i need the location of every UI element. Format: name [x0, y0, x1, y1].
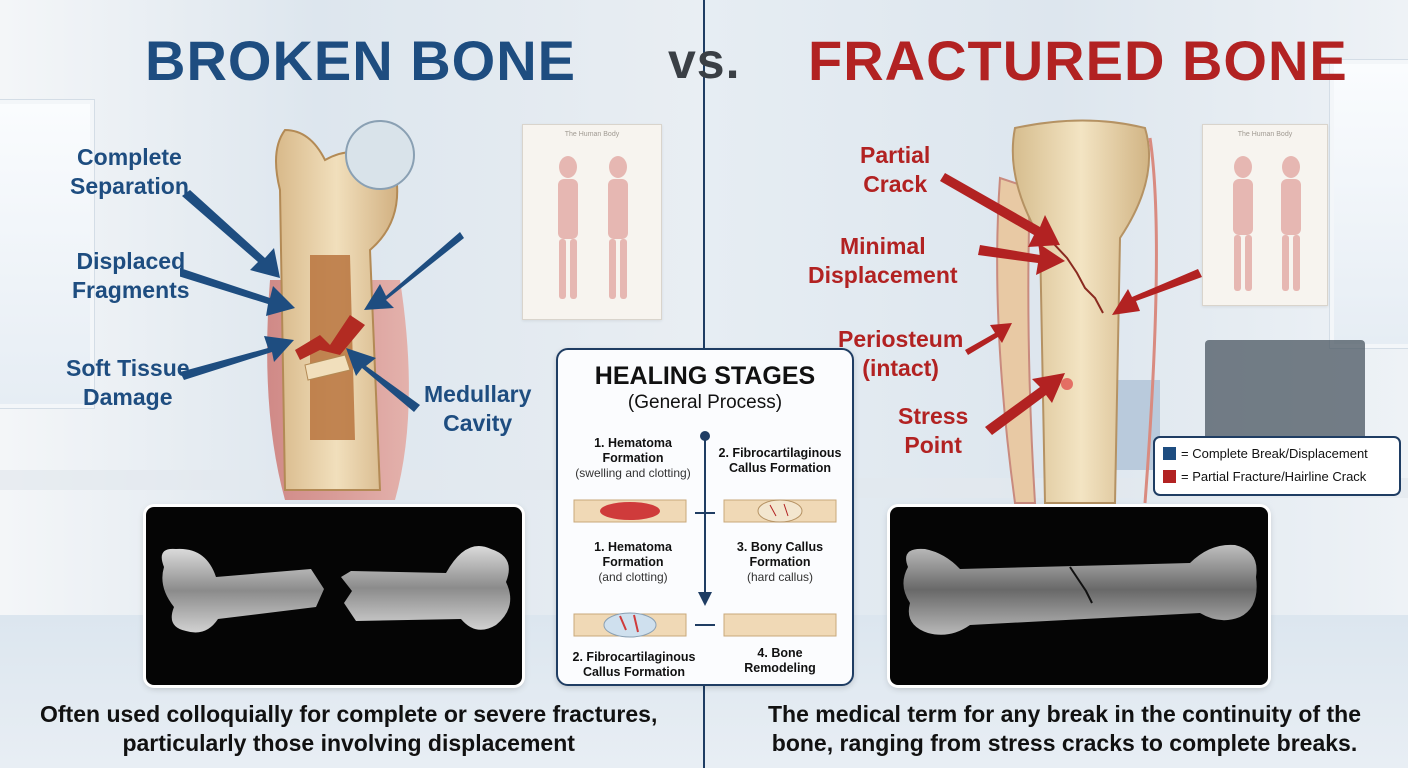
label-medullary-cavity: Medullary Cavity: [424, 381, 532, 436]
fractured-bone-description: The medical term for any break in the co…: [768, 701, 1361, 756]
broken-bone-title: BROKEN BONE: [145, 29, 577, 92]
label-partial-crack: Partial Crack: [860, 142, 931, 197]
anatomy-poster-right: The Human Body: [1202, 124, 1328, 306]
fractured-bone-illustration: [996, 119, 1158, 504]
label-periosteum: Periosteum (intact): [838, 326, 964, 381]
broken-bone-description: Often used colloquially for complete or …: [40, 701, 658, 756]
poster-title: The Human Body: [1237, 131, 1293, 138]
label-minimal-displacement: Minimal Displacement: [808, 233, 958, 288]
legend: = Complete Break/Displacement = Partial …: [1153, 436, 1401, 496]
healing-title: HEALING STAGES: [594, 362, 816, 390]
background-monitor: [1205, 340, 1365, 450]
xray-broken-bone: [146, 507, 522, 685]
healing-timeline: [573, 431, 837, 638]
label-soft-tissue-damage: Soft Tissue Damage: [66, 355, 190, 410]
legend-swatch-blue: [1163, 447, 1176, 460]
anatomy-poster-left: The Human Body: [522, 124, 662, 320]
background-window: [0, 100, 94, 408]
fractured-bone-title: FRACTURED BONE: [808, 29, 1348, 92]
label-stress-point: Stress Point: [898, 403, 969, 458]
healing-subtitle: (General Process): [627, 392, 783, 413]
broken-bone-arrows: [180, 190, 464, 412]
legend-item-partial-fracture: = Partial Fracture/Hairline Crack: [1163, 469, 1366, 484]
broken-bone-illustration: [267, 120, 415, 500]
poster-title: The Human Body: [564, 131, 620, 138]
legend-swatch-red: [1163, 470, 1176, 483]
label-displaced-fragments: Displaced Fragments: [72, 248, 190, 303]
healing-stages-panel: HEALING STAGES (General Process) 1. Hema…: [556, 348, 854, 686]
xray-fractured-bone: [890, 507, 1268, 685]
background-window: [1330, 60, 1408, 348]
label-complete-separation: Complete Separation: [70, 144, 189, 199]
legend-item-complete-break: = Complete Break/Displacement: [1163, 446, 1368, 461]
vs-label: vs.: [668, 33, 741, 89]
fractured-bone-arrows: [940, 173, 1202, 435]
